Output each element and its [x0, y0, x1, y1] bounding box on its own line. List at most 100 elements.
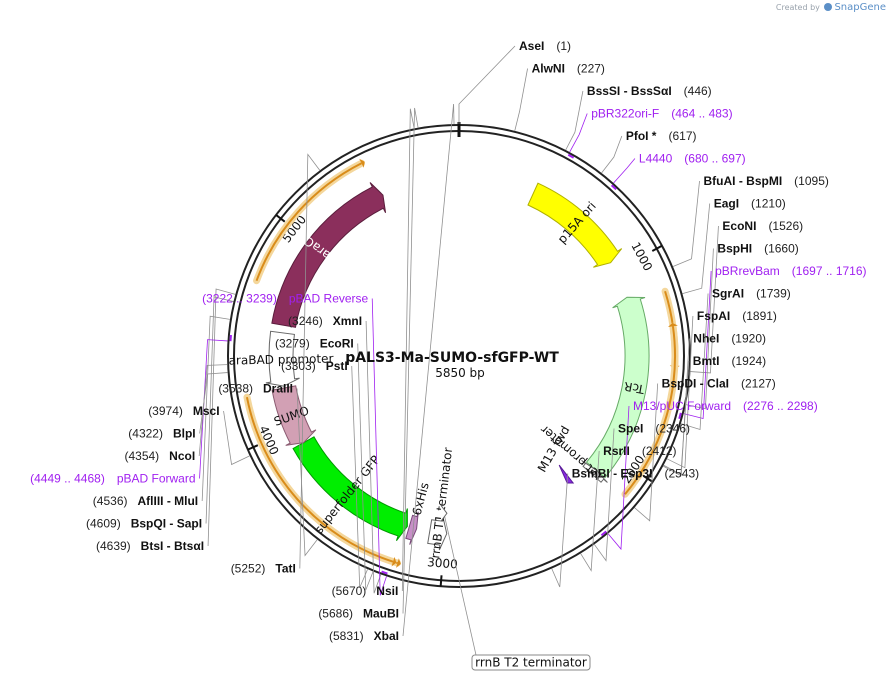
site-leader-line [514, 68, 528, 131]
orf-arrowhead [391, 556, 397, 567]
site-leader-line [357, 343, 374, 591]
site-position: (1210) [751, 197, 786, 211]
site-label-bsmbi-esp3i: BsmBI - Esp3I(2543) [572, 467, 699, 481]
site-leader-line [682, 203, 711, 294]
site-label-tati: (5252)TatI [231, 562, 296, 576]
feature-label-rrnb-t1-terminator: rrnB T1 terminator [428, 447, 455, 560]
primer-binding-mark [678, 412, 682, 420]
site-leader-line [402, 107, 419, 614]
site-leader-line [685, 248, 714, 410]
site-name: BssSI - BssSαI [587, 84, 672, 98]
site-position: (2543) [664, 467, 699, 481]
site-labels: AseI(1)AlwNI(227)BssSI - BssSαI(446)pBR3… [30, 39, 866, 643]
site-position: (3303) [281, 359, 316, 373]
plasmid-length: 5850 bp [435, 366, 485, 380]
site-label-spei: SpeI(2346) [618, 422, 690, 436]
primer-name: pBAD Reverse [289, 292, 369, 306]
site-leader-line [666, 315, 694, 469]
plasmid-name: pALS3-Ma-SUMO-sfGFP-WT [345, 350, 559, 366]
site-name: RsrII [603, 444, 630, 458]
site-label-bspqi-sapi: (4609)BspQI - SapI [86, 517, 202, 531]
site-label-xbai: (5831)XbaI [329, 629, 399, 643]
primer-label-m13-puc-forward: M13/pUC Forward(2276 .. 2298) [633, 399, 818, 413]
site-position: (446) [684, 84, 712, 98]
site-name: MauBI [363, 607, 399, 621]
site-leader-line [594, 428, 615, 562]
tick-mark [642, 475, 654, 483]
tick-mark [275, 214, 286, 223]
site-name: PstI [326, 359, 348, 373]
site-position: (2346) [655, 422, 690, 436]
site-position: (4354) [124, 449, 159, 463]
primer-binding-mark [567, 153, 575, 159]
primer-leader-line [199, 339, 228, 479]
primer-name: M13/pUC Forward [633, 399, 731, 413]
site-name: XmnI [333, 314, 362, 328]
site-name: NsiI [376, 584, 398, 598]
site-position: (4609) [86, 517, 121, 531]
primer-label-pbrrevbam: pBRrevBam(1697 .. 1716) [715, 264, 866, 278]
site-position: (617) [668, 129, 696, 143]
site-label-ecori: (3279)EcoRI [275, 337, 354, 351]
site-position: (2412) [642, 444, 677, 458]
site-leader-line [565, 90, 584, 151]
site-name: SgrAI [712, 287, 744, 301]
site-leader-line [580, 450, 600, 572]
site-position: (4536) [93, 494, 128, 508]
primer-leader-line [683, 270, 712, 420]
small-feature-rrnb-t2-terminator: rrnB T2 terminator [440, 504, 591, 671]
site-label-xmni: (3246)XmnI [288, 314, 362, 328]
brand-created-by: Created by [775, 3, 820, 12]
site-name: BspHI [717, 242, 752, 256]
site-position: (1924) [731, 354, 766, 368]
site-leader-line [551, 473, 569, 588]
site-position: (1920) [731, 332, 766, 346]
site-label-draiii: (3538)DraIII [218, 382, 293, 396]
site-label-maubi: (5686)MauBI [318, 607, 399, 621]
primer-range: (3222 .. 3239) [202, 292, 277, 306]
primer-range: (4449 .. 4468) [30, 472, 105, 486]
site-leader-line [672, 180, 700, 267]
site-name: BfuAI - BspMI [704, 174, 783, 188]
snapgene-brand: Created by SnapGene [776, 2, 886, 13]
site-leader-line [207, 288, 236, 547]
site-label-psti: (3303) PstI [281, 359, 348, 373]
site-position: (3538) [218, 382, 253, 396]
site-name: BmtI [693, 354, 720, 368]
site-label-rsrii: RsrII (2412) [603, 444, 676, 458]
site-leader-line [198, 364, 228, 457]
primer-binding-arrow [558, 464, 575, 484]
primer-range: (464 .. 483) [671, 107, 732, 121]
site-leader-line [458, 45, 516, 124]
site-label-pfoi: PfoI *(617) [626, 129, 697, 143]
primer-label-pbad-reverse: (3222 .. 3239) pBAD Reverse [202, 292, 368, 306]
site-name: AseI [519, 39, 544, 53]
site-position: (1739) [756, 287, 791, 301]
site-label-bspdi-clai: BspDI - ClaI(2127) [662, 377, 776, 391]
feature-label-box [471, 654, 591, 671]
site-leader-line [365, 320, 382, 594]
site-label-nhei: NheI (1920) [693, 332, 766, 346]
site-label-ncoi: (4354)NcoI [124, 449, 195, 463]
tick-mark [651, 244, 663, 252]
primer-binding-mark [600, 530, 607, 537]
site-position: (4639) [96, 539, 131, 553]
site-name: NheI [693, 332, 719, 346]
primer-leader-line [569, 113, 588, 153]
site-leader-line [201, 315, 230, 502]
site-label-econi: EcoNI(1526) [722, 219, 803, 233]
orf-line [624, 326, 676, 495]
site-position: (227) [577, 62, 605, 76]
site-position: (1526) [768, 219, 803, 233]
orf-line [255, 162, 362, 282]
primer-binding-mark [381, 570, 388, 575]
site-name: FspAI [697, 309, 730, 323]
feature-superfolder-gfp [292, 436, 408, 542]
site-position: (5831) [329, 629, 364, 643]
primer-leader-line [371, 298, 387, 596]
site-position: (5670) [332, 584, 367, 598]
orf-line [245, 396, 394, 563]
terminator-arrow [440, 504, 448, 522]
primer-label-pbad-forward: (4449 .. 4468)pBAD Forward [30, 472, 195, 486]
